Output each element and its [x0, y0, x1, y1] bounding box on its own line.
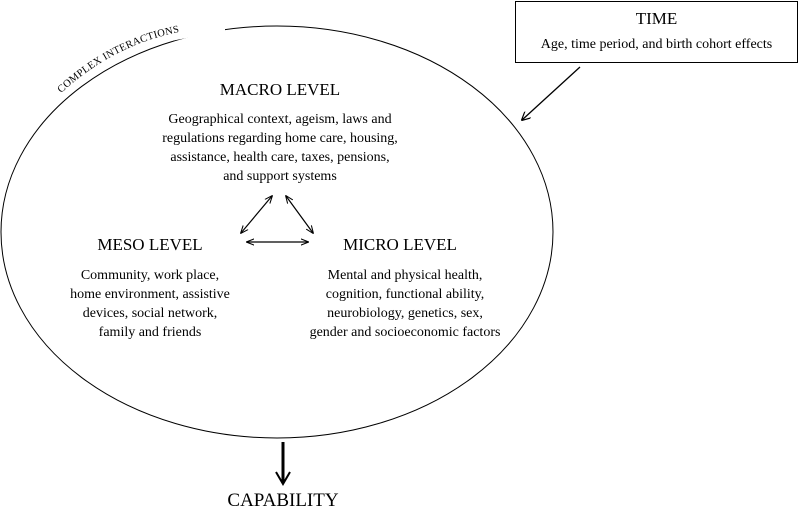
- macro-line: regulations regarding home care, housing…: [162, 131, 398, 146]
- macro-micro-arrow: [286, 196, 313, 233]
- time-box: TIME Age, time period, and birth cohort …: [515, 1, 798, 63]
- meso-line: devices, social network,: [82, 306, 218, 321]
- macro-title: MACRO LEVEL: [219, 80, 341, 99]
- time-body: Age, time period, and birth cohort effec…: [540, 37, 773, 52]
- micro-line: cognition, functional ability,: [325, 287, 485, 302]
- meso-line: home environment, assistive: [70, 287, 230, 302]
- micro-description: Mental and physical health, cognition, f…: [290, 266, 520, 342]
- meso-line: family and friends: [98, 325, 202, 340]
- micro-line: gender and socioeconomic factors: [309, 325, 501, 340]
- macro-description: Geographical context, ageism, laws and r…: [110, 110, 450, 186]
- capability-title: CAPABILITY: [227, 490, 339, 511]
- macro-line: and support systems: [223, 169, 337, 184]
- micro-line: neurobiology, genetics, sex,: [327, 306, 483, 321]
- macro-meso-arrow: [241, 196, 272, 233]
- macro-line: Geographical context, ageism, laws and: [168, 112, 392, 127]
- time-title: TIME: [635, 9, 678, 28]
- macro-line: assistance, health care, taxes, pensions…: [170, 150, 390, 165]
- micro-title: MICRO LEVEL: [343, 235, 457, 254]
- time-arrow: [522, 66, 581, 120]
- meso-line: Community, work place,: [80, 268, 220, 283]
- micro-line: Mental and physical health,: [327, 268, 483, 283]
- meso-description: Community, work place, home environment,…: [40, 266, 260, 342]
- meso-title: MESO LEVEL: [97, 235, 203, 254]
- interaction-ellipse: [0, 25, 554, 439]
- capability-arrow-head: [275, 471, 291, 486]
